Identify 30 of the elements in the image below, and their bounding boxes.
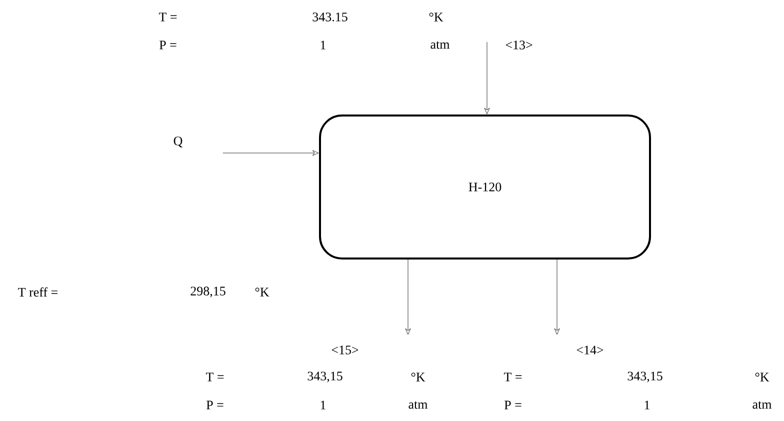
label: atm [408, 401, 428, 409]
node-text: Q [174, 136, 182, 148]
label: T reff = [18, 287, 58, 297]
label: T = [206, 372, 224, 382]
process-box: H-120 [319, 114, 651, 260]
edge-label: <13> [504, 40, 534, 50]
label: P = [159, 40, 176, 50]
label: °K [411, 372, 426, 382]
arrow [554, 259, 560, 335]
label: atm [430, 41, 450, 49]
label: 1 [644, 400, 650, 410]
label: 1 [320, 400, 326, 410]
edge-label: <15> [330, 344, 360, 356]
edge-label: <14> [575, 344, 605, 356]
label: °K [755, 372, 770, 382]
label: 1 [320, 40, 326, 50]
label: atm [752, 401, 772, 409]
label: P = [504, 400, 522, 410]
label: P = [206, 400, 224, 410]
arrow [405, 259, 411, 335]
arrow [484, 42, 490, 114]
label: T = [504, 372, 522, 382]
label: T = [158, 12, 177, 22]
label: 343,15 [628, 372, 662, 382]
label: 298,15 [190, 286, 226, 298]
label: °K [255, 288, 270, 296]
label: °K [429, 12, 444, 22]
label: 343.15 [312, 12, 348, 22]
label: 343,15 [308, 372, 342, 382]
arrow [222, 150, 319, 156]
